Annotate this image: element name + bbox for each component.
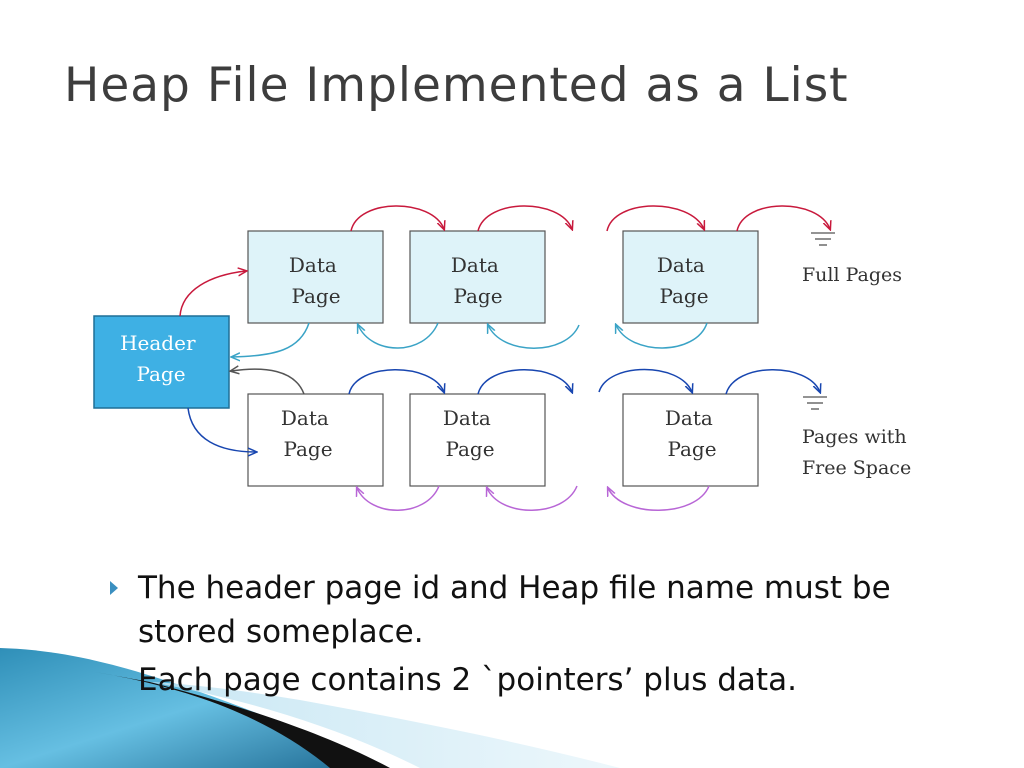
full-page-box-2	[409, 230, 546, 324]
full-prev-arrow-1	[358, 323, 439, 349]
free-page-1-line-2: Page	[283, 437, 332, 461]
full-next-arrow-1	[350, 205, 444, 231]
free-page-label-2: Data Page	[443, 406, 497, 461]
free-next-arrow-2	[477, 369, 572, 394]
full-prev-arrow-3	[616, 323, 708, 349]
full-page-label-3: Data Page	[657, 253, 711, 308]
free-page-box-1	[247, 393, 384, 487]
bullet-text-2: Each page contains 2 `pointers’ plus dat…	[138, 662, 797, 698]
bullet-text-1: The header page id and Heap file name mu…	[138, 570, 891, 650]
free-page-label-1: Data Page	[281, 406, 335, 461]
header-page-line-2: Page	[136, 362, 185, 386]
free-page-box-3	[622, 393, 759, 487]
slide-title: Heap File Implemented as a List	[64, 58, 849, 113]
legend-free-pages: Pages with Free Space	[802, 426, 913, 479]
free-page-1-line-1: Data	[281, 406, 329, 430]
full-page-box-1	[247, 230, 384, 324]
bullet-item-1: The header page id and Heap file name mu…	[108, 566, 968, 654]
full-prev-arrow-2	[488, 325, 580, 349]
null-pointer-icon-full	[811, 232, 835, 246]
free-page-3-line-2: Page	[667, 437, 716, 461]
header-page-line-1: Header	[120, 331, 196, 355]
full-page-1-line-1: Data	[289, 253, 337, 277]
full-page-label-1: Data Page	[289, 253, 343, 308]
full-page-1-line-2: Page	[291, 284, 340, 308]
legend-full-pages: Full Pages	[802, 264, 902, 286]
full-page-2-line-2: Page	[453, 284, 502, 308]
free-to-header-arrow	[231, 369, 305, 395]
full-page-3-line-2: Page	[659, 284, 708, 308]
free-next-arrow-4	[725, 369, 820, 394]
free-prev-arrow-1	[357, 486, 440, 511]
header-page-label: Header Page	[120, 331, 202, 386]
free-next-arrow-3	[598, 368, 692, 393]
full-page-box-3	[622, 230, 759, 324]
free-prev-arrow-2	[487, 486, 578, 511]
null-pointer-icon-free	[803, 396, 827, 410]
free-prev-arrow-3	[608, 486, 710, 511]
free-next-arrow-1	[348, 369, 444, 394]
full-page-3-line-1: Data	[657, 253, 705, 277]
full-page-2-line-1: Data	[451, 253, 499, 277]
bullet-item-2: Each page contains 2 `pointers’ plus dat…	[108, 658, 968, 702]
free-page-3-line-1: Data	[665, 406, 713, 430]
full-next-arrow-2	[477, 205, 572, 231]
full-next-arrow-4	[736, 205, 830, 231]
bullet-arrow-icon	[110, 581, 118, 595]
header-to-free-arrow	[187, 407, 256, 452]
free-page-2-line-2: Page	[445, 437, 494, 461]
full-page-label-2: Data Page	[451, 253, 505, 308]
header-page-box	[93, 315, 230, 409]
legend-free-line-2: Free Space	[802, 457, 911, 479]
free-page-2-line-1: Data	[443, 406, 491, 430]
legend-free-line-1: Pages with	[802, 426, 907, 448]
header-to-full-arrow	[179, 271, 246, 317]
legend-full-line-1: Full Pages	[802, 264, 902, 286]
full-to-header-arrow	[232, 322, 310, 357]
free-page-label-3: Data Page	[665, 406, 719, 461]
free-page-box-2	[409, 393, 546, 487]
full-next-arrow-3	[606, 205, 704, 231]
bullet-list: The header page id and Heap file name mu…	[108, 566, 968, 706]
